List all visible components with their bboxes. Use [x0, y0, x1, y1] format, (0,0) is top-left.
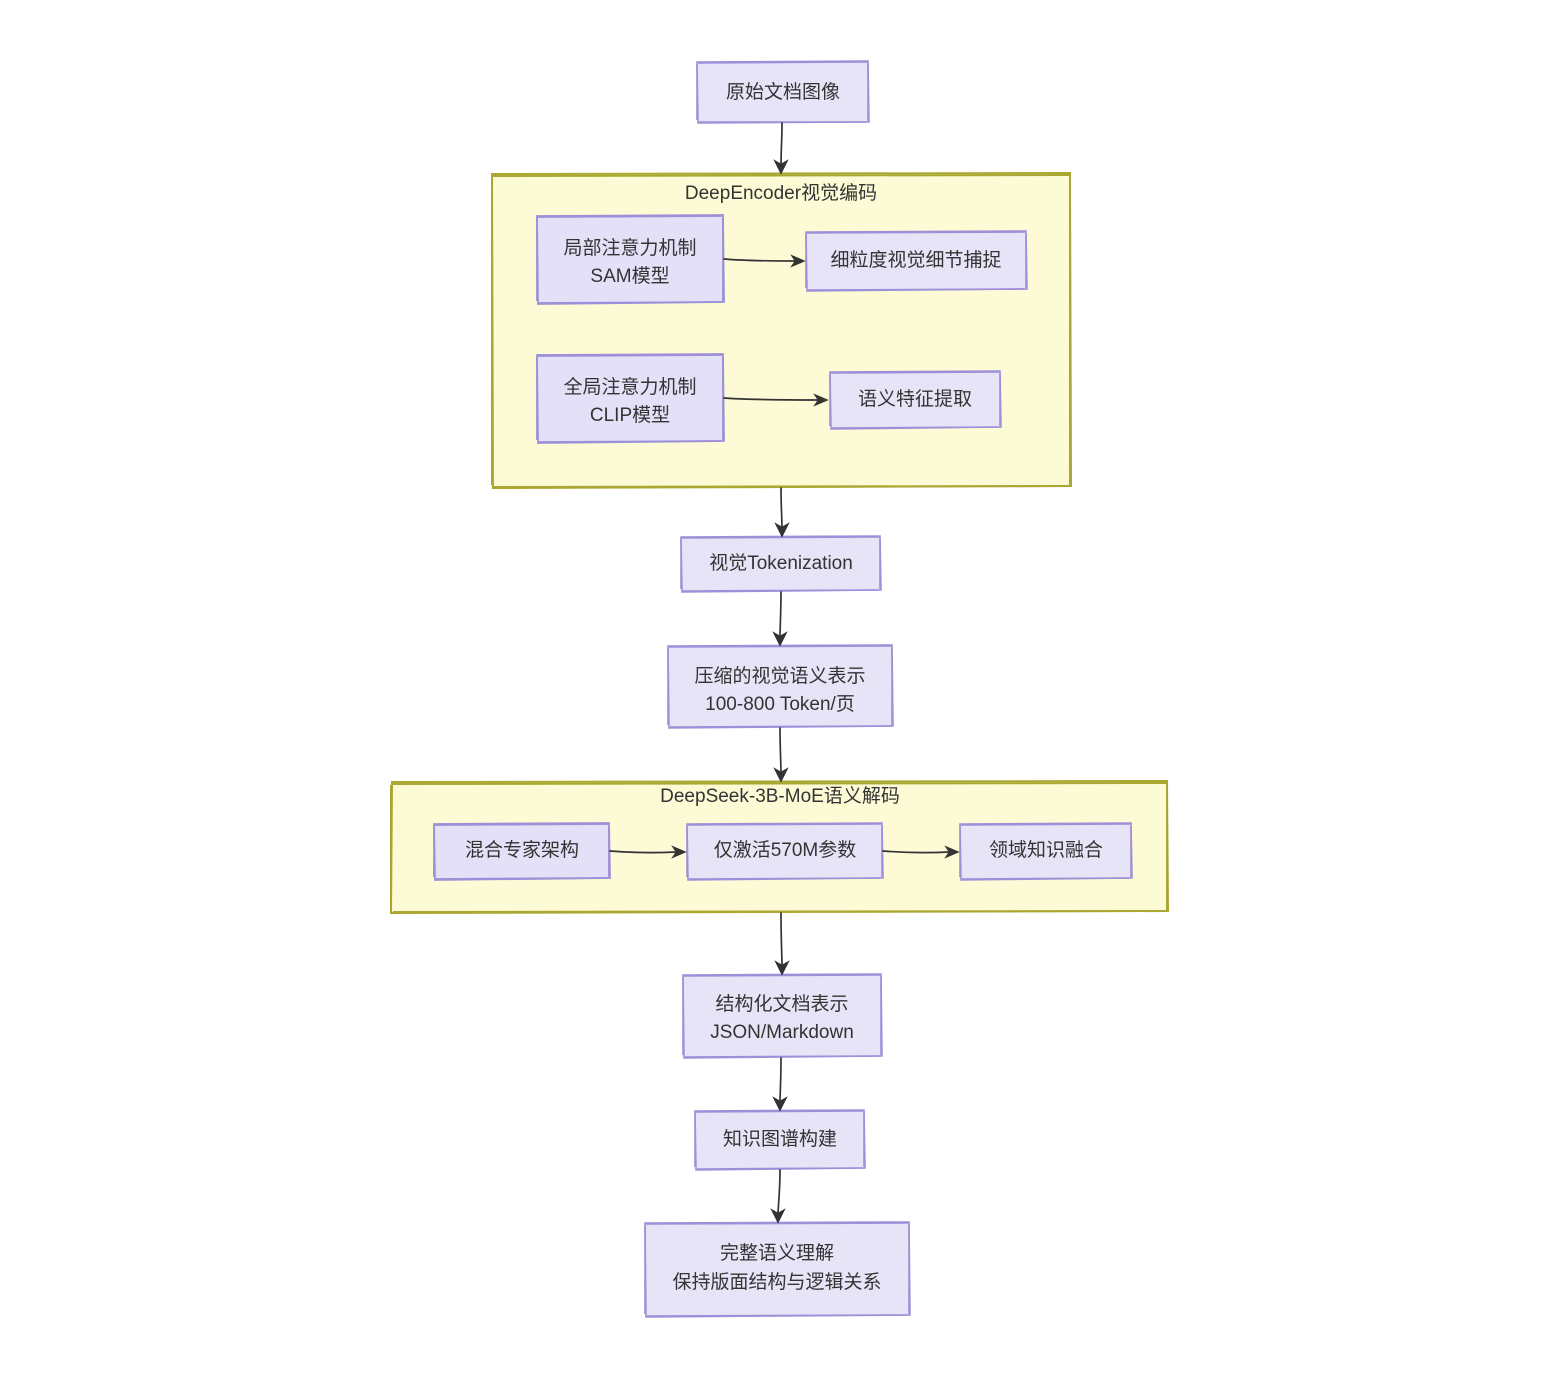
node-semantic-feature-extraction[interactable]: 语义特征提取 [829, 370, 1002, 430]
edge-570m-to-domain-fusion [882, 845, 960, 859]
node-label: 原始文档图像 [726, 81, 840, 103]
node-label: 领域知识融合 [989, 839, 1103, 861]
node-label-line1: 全局注意力机制 [563, 376, 696, 398]
node-label: 细粒度视觉细节捕捉 [830, 249, 1001, 271]
edge-knowledge-graph-to-complete [770, 1169, 786, 1224]
node-label-line2: 保持版面结构与逻辑关系 [672, 1271, 881, 1293]
node-fine-grained-visual-detail[interactable]: 细粒度视觉细节捕捉 [805, 230, 1028, 292]
node-label-line1: 压缩的视觉语义表示 [694, 665, 865, 687]
edge-moe-to-570m [609, 845, 687, 859]
node-label-line2: JSON/Markdown [710, 1022, 854, 1043]
edge-structured-to-knowledge-graph [772, 1057, 788, 1112]
edge-sam-to-fine-detail [723, 254, 806, 268]
edge-tokenization-to-compressed [772, 591, 788, 647]
node-label-line1: 局部注意力机制 [563, 237, 696, 259]
node-domain-knowledge-fusion[interactable]: 领域知识融合 [959, 822, 1133, 881]
node-label: 知识图谱构建 [723, 1128, 837, 1150]
node-label-line1: 完整语义理解 [720, 1242, 834, 1264]
node-complete-semantic-understanding[interactable]: 完整语义理解 保持版面结构与逻辑关系 [644, 1221, 911, 1318]
node-mixture-of-experts[interactable]: 混合专家架构 [433, 822, 611, 881]
node-original-document-image[interactable]: 原始文档图像 [696, 60, 870, 124]
node-compressed-visual-semantic[interactable]: 压缩的视觉语义表示 100-800 Token/页 [667, 644, 894, 729]
node-structured-document[interactable]: 结构化文档表示 JSON/Markdown [682, 973, 883, 1059]
edge-decoder-to-structured [774, 912, 790, 976]
edge-encoder-to-tokenization [774, 487, 790, 538]
node-label-line2: CLIP模型 [590, 404, 670, 426]
node-label: 仅激活570M参数 [714, 839, 857, 861]
node-global-attention-clip[interactable]: 全局注意力机制 CLIP模型 [536, 353, 725, 444]
cluster-title-deepseek-moe: DeepSeek-3B-MoE语义解码 [660, 785, 900, 807]
node-label: 语义特征提取 [858, 388, 972, 410]
node-activate-570m-params[interactable]: 仅激活570M参数 [686, 822, 884, 881]
edge-n1-to-encoder [773, 122, 789, 175]
node-knowledge-graph-construction[interactable]: 知识图谱构建 [694, 1109, 866, 1171]
node-local-attention-sam[interactable]: 局部注意力机制 SAM模型 [536, 214, 725, 305]
edge-clip-to-semantic-feature [723, 393, 829, 407]
cluster-title-deepencoder: DeepEncoder视觉编码 [685, 182, 877, 204]
node-label: 混合专家架构 [465, 839, 579, 861]
node-label-line2: SAM模型 [590, 265, 669, 287]
node-label: 视觉Tokenization [709, 552, 853, 574]
edge-compressed-to-decoder [773, 727, 789, 783]
node-label-line2: 100-800 Token/页 [705, 694, 855, 715]
node-label-line1: 结构化文档表示 [715, 993, 848, 1015]
node-visual-tokenization[interactable]: 视觉Tokenization [680, 535, 882, 593]
